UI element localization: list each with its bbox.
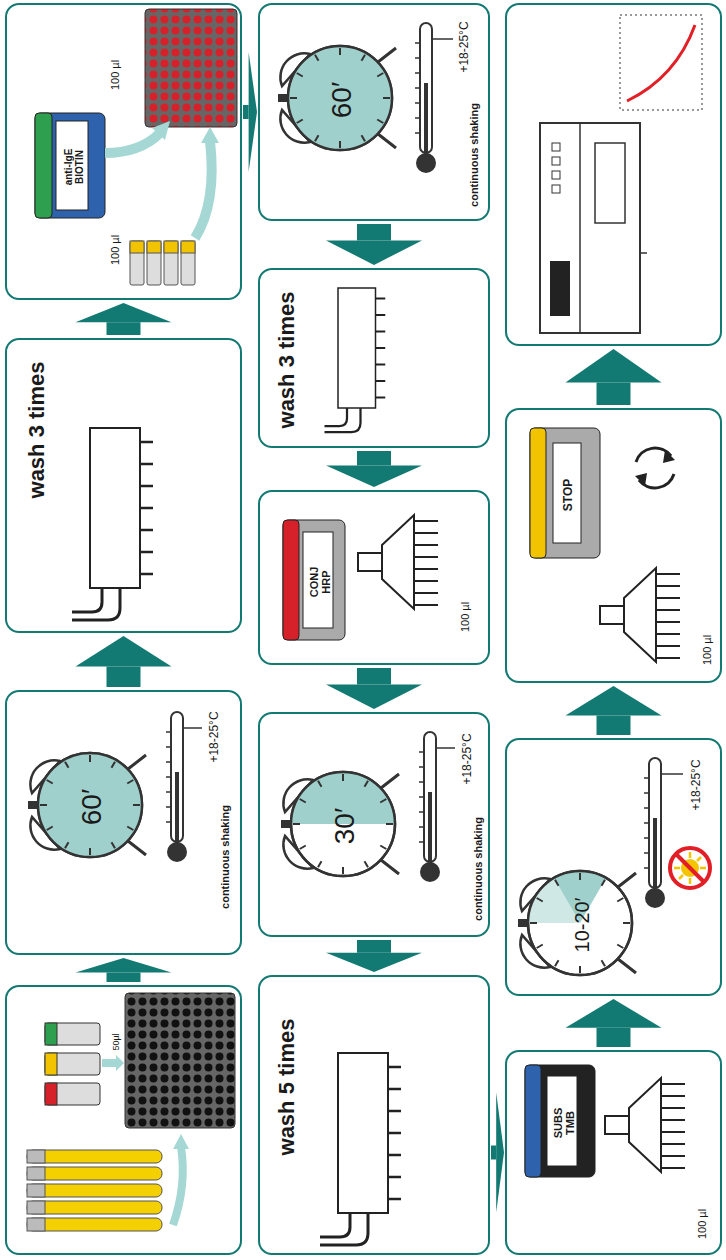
step-label: 60′ [77,789,108,825]
arrow-stem [597,715,631,735]
arrow-head [326,684,422,709]
step-box: wash 3 times [258,268,490,448]
step-label: STOP [562,479,575,511]
step-label: continuous shaking [468,103,480,207]
arrow-head [76,636,172,667]
flow-arrow [326,940,422,972]
step-label: 60′ [327,82,358,118]
arrow-head [76,958,172,972]
substrate-art [525,1065,685,1177]
step-label: +18-25°C [208,711,221,762]
step-box: 60′ +18-25°C continuous shaking [258,3,490,221]
step-box: anti-IgE BIOTIN 100 µl 100 µl [5,3,242,300]
arrow-stem [357,940,391,953]
flow-arrow [566,999,662,1047]
step-label: wash 3 times [275,292,299,429]
step-label: 50µl [112,1033,122,1050]
flow-arrow [76,636,172,687]
flow-arrow [326,451,422,487]
clock-ticks [530,873,630,973]
step-box: 30′ +18-25°C continuous shaking [258,712,490,937]
step-label: wash 5 times [275,1019,299,1156]
step-box: CONJ HRP 100 µl [258,490,490,665]
step-label: +18-25°C [458,21,471,72]
step-label: 10-20′ [571,898,593,953]
step-label: +18-25°C [461,733,474,784]
step-label: 100 µl [701,635,713,665]
arrow-head [566,349,662,383]
incubation-art [278,23,453,173]
step-label: anti-IgE BIOTIN [63,141,85,193]
arrow-stem [597,383,631,405]
step-box: 10-20′ +18-25°C [505,738,722,996]
arrow-head [249,52,257,172]
arrow-head [326,465,422,487]
arrow-stem [357,668,391,684]
step-label: 100 µl [109,235,121,265]
flow-arrow [76,958,172,982]
stop-art [530,428,680,662]
step-label: 100 µl [109,60,121,90]
arrow-stem [243,105,249,119]
flow-arrow [76,303,172,335]
step-box: SUBS TMB 100 µl [505,1050,722,1255]
arrow-head [326,953,422,972]
arrow-head [566,999,662,1028]
arrow-stem [357,224,391,240]
step-box [505,3,722,346]
flow-arrow [326,668,422,709]
clock-ticks [290,48,390,148]
step-box: 50µl [5,985,242,1255]
step-label: CONJ HRP [308,562,332,602]
arrow-stem [491,1146,496,1160]
flow-arrow [326,224,422,265]
step-box: STOP 100 µl [505,408,722,683]
arrow-stem [107,322,141,335]
washer-art [72,428,153,620]
step-label: continuous shaking [219,805,231,909]
washer-art [320,1053,401,1245]
arrow-head [496,1093,504,1213]
arrow-stem [597,1028,631,1047]
arrow-head [76,303,172,322]
step-label: continuous shaking [472,817,484,921]
step-label: 30′ [330,808,361,844]
washer-art [325,288,386,432]
conjugate-art [283,515,438,640]
step-box: wash 3 times [5,338,242,633]
sample-pipetting-art [27,993,235,1231]
step-label: SUBS TMB [552,1103,576,1143]
incubation-art [281,732,455,882]
step-label: 100 µl [459,602,471,632]
plate-reader-art [540,15,702,333]
step-box: wash 5 times [258,975,490,1255]
incubation-art [28,712,202,862]
reagent-pipetting-art [35,9,237,285]
arrow-stem [107,667,141,687]
flow-arrow [243,52,257,172]
dark-incubation-art [518,758,710,975]
flow-arrow [566,349,662,405]
clock-ticks [40,755,140,855]
clock-ticks [293,774,393,874]
step-label: wash 3 times [25,362,49,499]
flow-arrow [566,686,662,735]
step-label: 100 µl [696,1209,708,1239]
arrow-stem [107,972,141,982]
arrow-head [566,686,662,715]
arrow-stem [357,451,391,465]
step-box: 60′ +18-25°C continuous shaking [5,690,242,955]
step-label: +18-25°C [690,759,703,810]
flow-arrow [491,1093,504,1213]
arrow-head [326,240,422,265]
